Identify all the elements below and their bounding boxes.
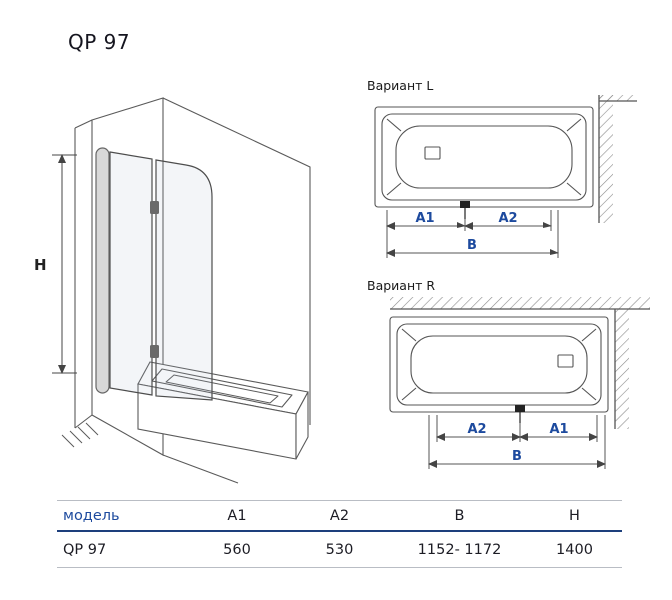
dimension-lines <box>428 415 606 469</box>
hinge-top <box>150 201 159 214</box>
wall <box>61 97 311 484</box>
variant-r-label: Вариант R <box>367 278 436 293</box>
spec-table: модель A1 A2 B H QP 97 560 530 1152- 117… <box>57 500 622 568</box>
h-dimension: H <box>34 154 77 374</box>
variant-r-dim-a1: A1 <box>549 422 568 437</box>
spec-header-b: B <box>454 508 465 524</box>
drain-marker <box>557 354 574 368</box>
perspective-drawing: H <box>34 97 311 484</box>
tub-top-view <box>374 106 594 208</box>
wall-hatch <box>598 95 637 223</box>
variant-r-dim-b: B <box>512 449 522 464</box>
spec-value-h: 1400 <box>556 542 593 558</box>
variant-l-dim-b: B <box>467 238 477 253</box>
spec-value-model: QP 97 <box>63 542 107 558</box>
spec-table-header-row: модель A1 A2 B H <box>57 501 622 532</box>
variant-r-drawing: A2 A1 B <box>389 297 650 469</box>
spec-value-b: 1152- 1172 <box>417 542 502 558</box>
hinge-bottom <box>150 345 159 358</box>
h-dimension-label: H <box>34 256 47 274</box>
spec-header-a2: A2 <box>329 508 350 524</box>
screen-pivot-marker <box>460 201 470 219</box>
dimension-lines <box>386 210 559 258</box>
variant-r-dim-a2: A2 <box>467 422 486 437</box>
variant-l-drawing: A1 A2 B <box>374 95 637 258</box>
wall-profile-bar <box>95 147 110 394</box>
variant-l-dim-a2: A2 <box>498 211 517 226</box>
spec-header-h: H <box>569 508 580 524</box>
glass-screen <box>95 147 213 401</box>
spec-header-a1: A1 <box>227 508 247 524</box>
fixed-glass-panel <box>109 151 153 396</box>
page-title: QP 97 <box>68 30 131 54</box>
variant-l-label: Вариант L <box>367 78 434 93</box>
spec-value-a1: 560 <box>223 542 251 558</box>
wall-hatch <box>390 297 650 429</box>
spec-table-data-row: QP 97 560 530 1152- 1172 1400 <box>57 532 622 568</box>
screen-pivot-marker <box>515 405 525 423</box>
bathtub <box>137 361 309 460</box>
variant-l-dim-a1: A1 <box>415 211 434 226</box>
tub-top-view <box>389 316 609 413</box>
spec-header-model: модель <box>63 508 120 524</box>
folding-glass-panel <box>155 159 213 401</box>
spec-value-a2: 530 <box>325 542 354 558</box>
drain-marker <box>424 146 441 160</box>
